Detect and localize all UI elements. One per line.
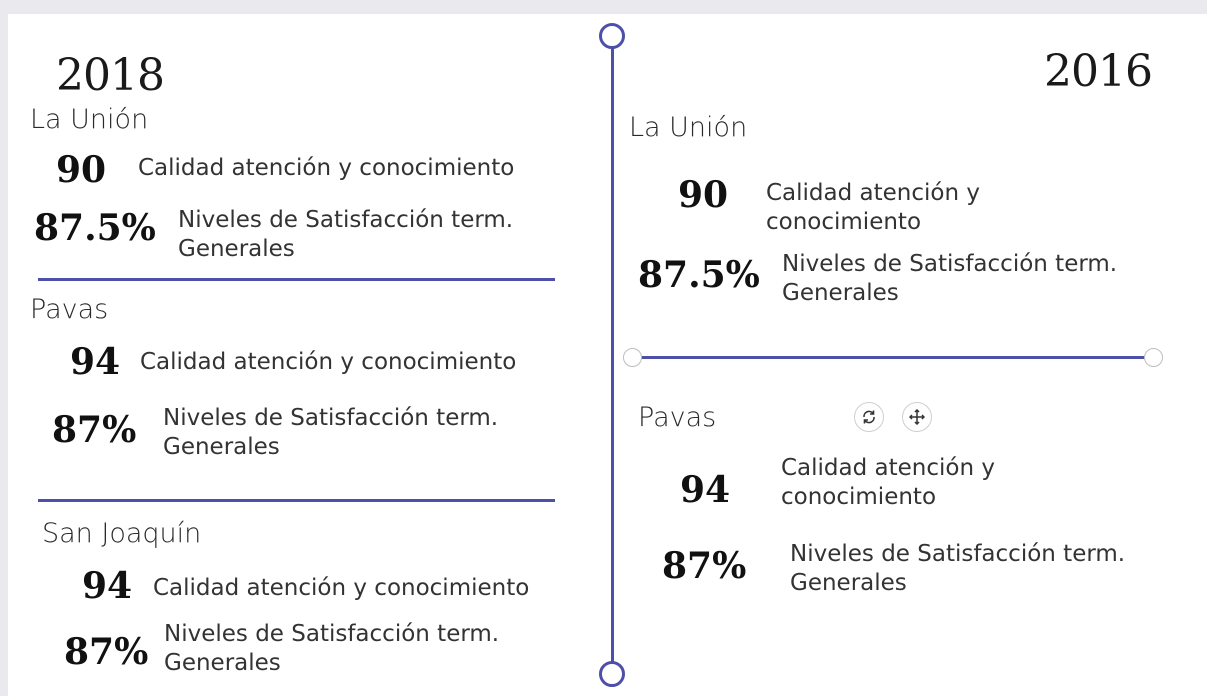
metric-label: Calidad atención y conocimiento xyxy=(140,349,517,375)
metric-label: Calidad atención y conocimiento xyxy=(138,155,515,181)
move-icon[interactable] xyxy=(902,402,932,432)
line-handle-left[interactable] xyxy=(623,348,642,367)
metric-label: Calidad atención y conocimiento xyxy=(766,180,980,235)
slide-canvas: 2018 La Unión 90 Calidad atención y cono… xyxy=(8,14,1207,696)
metric-label: Calidad atención y conocimiento xyxy=(153,575,530,601)
selected-divider-line[interactable] xyxy=(636,356,1152,359)
metric-value: 94 xyxy=(70,341,121,383)
metric-label: Niveles de Satisfacción term. Generales xyxy=(164,621,500,676)
metric-value: 90 xyxy=(56,149,107,191)
metric-label: Niveles de Satisfacción term. Generales xyxy=(782,251,1118,306)
connector-endpoint-bottom[interactable] xyxy=(599,661,625,687)
location-label: San Joaquín xyxy=(42,518,202,549)
metric-value: 87% xyxy=(662,545,747,587)
year-right: 2016 xyxy=(1044,46,1153,97)
location-label: Pavas xyxy=(30,294,109,325)
metric-value: 87.5% xyxy=(638,254,760,296)
location-label: La Unión xyxy=(629,112,748,143)
metric-value: 87% xyxy=(64,631,149,673)
connector-endpoint-top[interactable] xyxy=(599,23,625,49)
location-label: Pavas xyxy=(638,402,717,433)
rotate-icon[interactable] xyxy=(854,402,884,432)
divider-line[interactable] xyxy=(38,499,555,502)
year-left: 2018 xyxy=(56,50,165,101)
metric-label: Niveles de Satisfacción term. Generales xyxy=(178,207,514,262)
metric-value: 87.5% xyxy=(34,207,156,249)
metric-value: 87% xyxy=(52,409,137,451)
divider-line[interactable] xyxy=(38,278,555,281)
metric-label: Niveles de Satisfacción term. Generales xyxy=(790,541,1126,596)
metric-label: Niveles de Satisfacción term. Generales xyxy=(163,405,499,460)
metric-value: 94 xyxy=(680,469,731,511)
metric-label: Calidad atención y conocimiento xyxy=(781,455,995,510)
metric-value: 90 xyxy=(678,174,729,216)
line-handle-right[interactable] xyxy=(1144,348,1163,367)
metric-value: 94 xyxy=(82,565,133,607)
vertical-divider-line[interactable] xyxy=(611,44,614,668)
location-label: La Unión xyxy=(30,104,149,135)
